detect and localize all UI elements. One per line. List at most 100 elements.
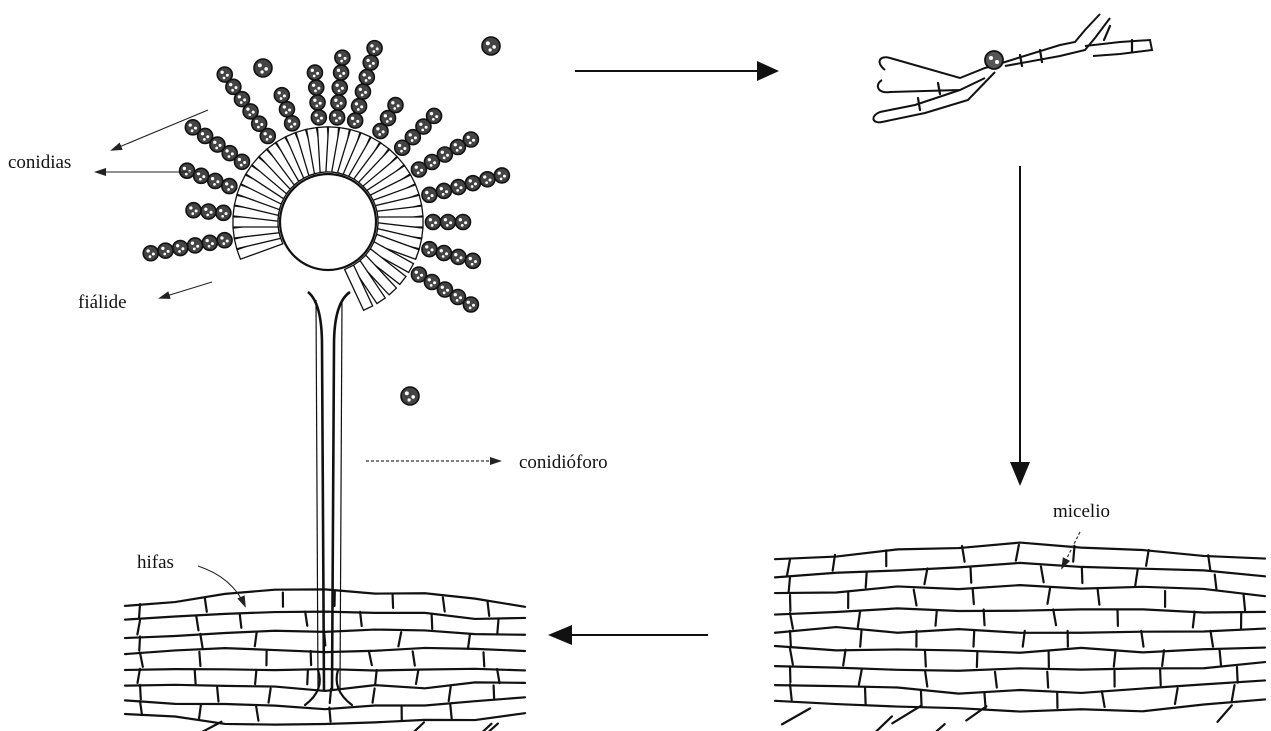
conidium [465,176,480,191]
septum [140,653,143,667]
septum [311,651,312,665]
conidium [494,168,509,183]
septum [398,632,401,646]
septum [413,651,415,665]
septum [324,631,325,645]
conidium [202,235,217,250]
conidium [401,387,419,405]
conidium [436,246,451,261]
septum [139,604,140,618]
conidium [427,108,442,123]
septum [973,588,974,604]
septum [497,669,499,683]
septum [1016,545,1019,561]
hypha [775,680,1265,693]
septum [924,568,927,584]
septum [790,684,792,700]
septum [1053,609,1056,625]
conidium [422,242,437,257]
hypha-branch [864,716,892,731]
conidium [216,205,231,220]
septum [200,634,202,648]
septum [1219,649,1220,665]
septum [196,616,198,630]
septum [995,672,997,688]
hypha [125,589,525,606]
conidium [310,95,325,110]
septum [255,632,257,646]
septum [1193,612,1195,628]
septum [865,688,866,704]
septum [790,649,793,665]
septum [494,685,495,699]
arrow-head-left [548,625,572,645]
septum [860,631,861,647]
septum [921,691,922,707]
septum [1146,550,1149,566]
septum [1102,691,1105,707]
septum [432,615,433,629]
septum [1082,567,1083,583]
conidium [456,215,471,230]
septum [240,614,242,628]
conidium [208,173,223,188]
conidium [388,98,403,113]
septum [307,670,308,684]
septum [449,687,451,701]
septum [858,611,860,627]
septum [973,631,974,647]
conidium [334,65,349,80]
septum [1215,575,1217,591]
septum [330,689,331,703]
hypha-branch [402,722,424,731]
conidium [331,95,346,110]
septum [843,650,845,666]
septum [1232,685,1235,701]
conidium [441,215,456,230]
conidium [185,120,200,135]
septum [1237,667,1238,683]
hypha [125,697,525,709]
conidium [367,41,382,56]
septum [217,687,218,701]
conidium [422,187,437,202]
septum [1175,688,1178,704]
conidium [451,180,466,195]
septum [205,598,207,612]
hypha [775,646,1265,653]
conidium [173,241,188,256]
conidium [436,183,451,198]
septum [787,559,790,575]
conidium [335,50,350,65]
hypha [775,543,1265,560]
conidium [279,102,294,117]
conidium [188,238,203,253]
label-conidias: conidias [8,152,71,173]
hypha-branch [782,708,810,724]
septum [255,670,256,684]
label-hifas: hifas [137,552,174,573]
conidium [309,80,324,95]
hypha [775,627,1265,633]
septum [1114,651,1116,667]
vesicle [280,174,376,270]
septum [1047,588,1050,604]
septum [1244,595,1245,611]
septum [497,619,498,633]
hypha [775,699,1265,711]
conidium [480,172,495,187]
conidium [307,65,322,80]
germinating-spore [873,14,1152,122]
septum [789,577,790,593]
conidium [180,163,195,178]
hypha [125,612,525,620]
septum [305,612,307,626]
label-conidioforo: conidióforo [519,452,608,473]
septum [137,620,140,634]
septum [488,602,490,616]
septum [195,669,196,683]
septum [1160,670,1161,686]
septum [199,652,200,666]
hypha-branch [892,705,921,723]
septum [369,651,372,665]
